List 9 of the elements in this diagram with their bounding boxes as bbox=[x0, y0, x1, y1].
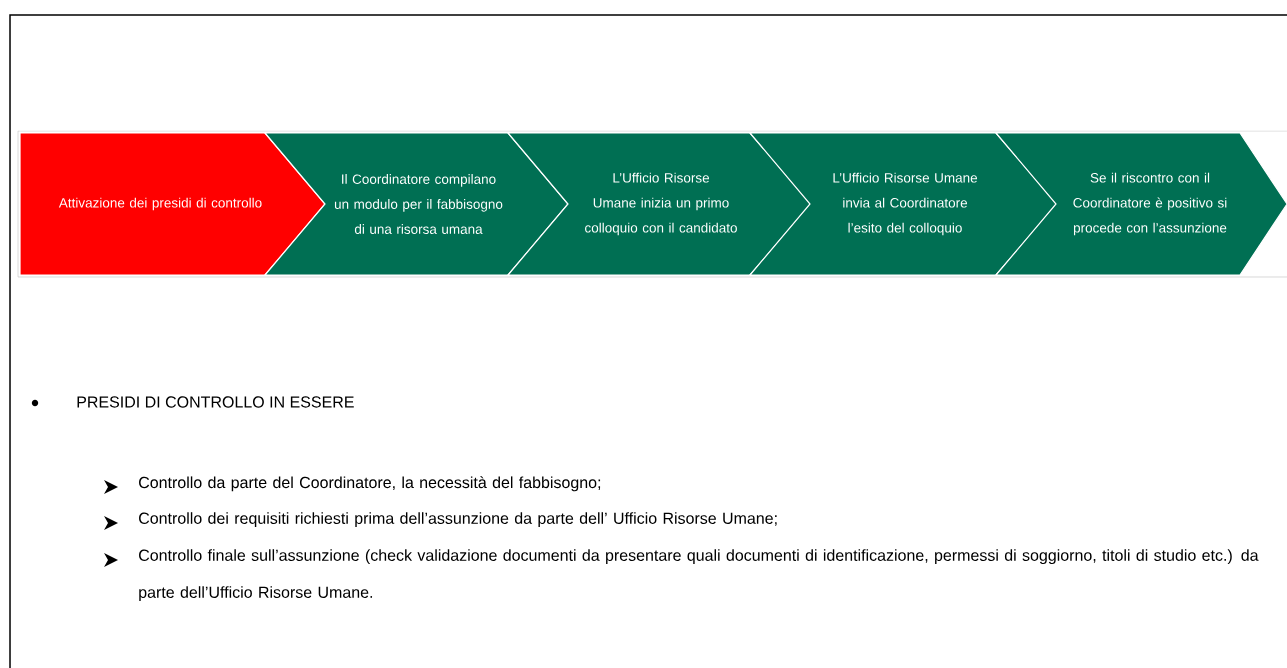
list-item: Controllo finale sull’assunzione (check validazione documenti da presentare quali documenti di identificazione, permessi di soggiorno, titoli di studio etc.) da parte dell’Ufficio Risorse Umane. bbox=[139, 549, 1259, 602]
heading: PRESIDI DI CONTROLLO IN ESSERE bbox=[77, 396, 354, 408]
chevron-step: L’Ufficio Risorse Umane invia al Coordinatore l’esito del colloquio bbox=[748, 132, 1058, 276]
list-item: Controllo da parte del Coordinatore, la necessità del fabbisogno; bbox=[139, 476, 601, 492]
list-item: Controllo dei requisiti richiesti prima dell’assunzione da parte dell’ Ufficio Risorse Umane; bbox=[139, 512, 777, 528]
chevron-step: Il Coordinatore compilano un modulo per il fabbisogno di una risorsa umana bbox=[263, 132, 569, 276]
chevron-step: Se il riscontro con il Coordinatore è positivo si procede con l’assunzione bbox=[994, 132, 1287, 276]
chevron-step: L’Ufficio Risorse Umane inizia un primo colloquio con il candidato bbox=[506, 132, 812, 276]
node-label: Se il riscontro con il Coordinatore è positivo si procede con l’assunzione bbox=[1073, 172, 1227, 236]
